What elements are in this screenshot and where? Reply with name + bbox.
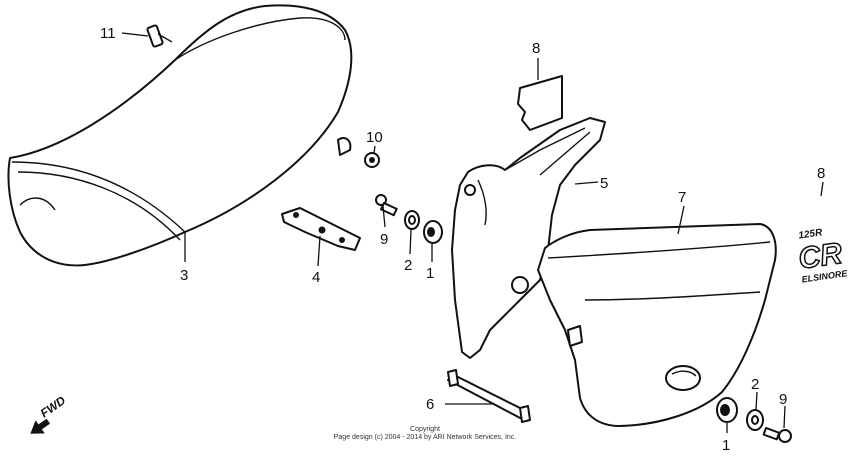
bolt-11-part <box>146 24 173 48</box>
callout-1-upper: 1 <box>426 265 434 282</box>
callout-11: 11 <box>100 25 116 42</box>
leader-lines <box>121 32 824 433</box>
bracket-4-part <box>281 207 361 251</box>
side-cover-7-part <box>537 223 777 427</box>
callout-labels: 11 10 8 5 7 8 3 9 2 1 4 6 1 2 9 <box>100 25 825 454</box>
copyright-line-2: Page design (c) 2004 - 2014 by ARI Netwo… <box>333 434 517 441</box>
grommet-1-lower-part <box>716 397 738 423</box>
washer-2-upper-part <box>404 210 420 230</box>
bolt-9-upper-part <box>375 194 398 217</box>
emblem-8-part: 125R CR ELSINORE <box>796 227 849 284</box>
callout-9-lower: 9 <box>779 391 787 408</box>
bolt-9-lower-part <box>762 427 792 443</box>
nut-10-part <box>364 152 380 168</box>
callout-6: 6 <box>426 396 434 413</box>
copyright-line-1: Copyright <box>410 426 440 433</box>
callout-10: 10 <box>366 129 383 146</box>
decal-8-upper-part <box>517 75 563 131</box>
callout-2-lower: 2 <box>751 376 759 393</box>
callout-1-lower: 1 <box>722 437 730 454</box>
seat-part <box>7 4 353 267</box>
callout-2-upper: 2 <box>404 257 412 274</box>
callout-7: 7 <box>678 189 686 206</box>
fwd-arrow-icon <box>30 418 51 434</box>
frame-cover-5-part <box>451 117 606 359</box>
emblem-model: 125R <box>798 227 824 241</box>
strap-6-part <box>447 369 531 423</box>
washer-2-lower-part <box>746 409 764 431</box>
grommet-1-upper-part <box>423 220 443 244</box>
fwd-label: FWD <box>38 393 69 420</box>
callout-8-lower: 8 <box>817 165 825 182</box>
callout-4: 4 <box>312 269 320 286</box>
callout-8-upper: 8 <box>532 40 540 57</box>
emblem-letters: CR <box>797 237 845 276</box>
callout-5: 5 <box>600 175 608 192</box>
callout-9-upper: 9 <box>380 231 388 248</box>
callout-3: 3 <box>180 267 188 284</box>
